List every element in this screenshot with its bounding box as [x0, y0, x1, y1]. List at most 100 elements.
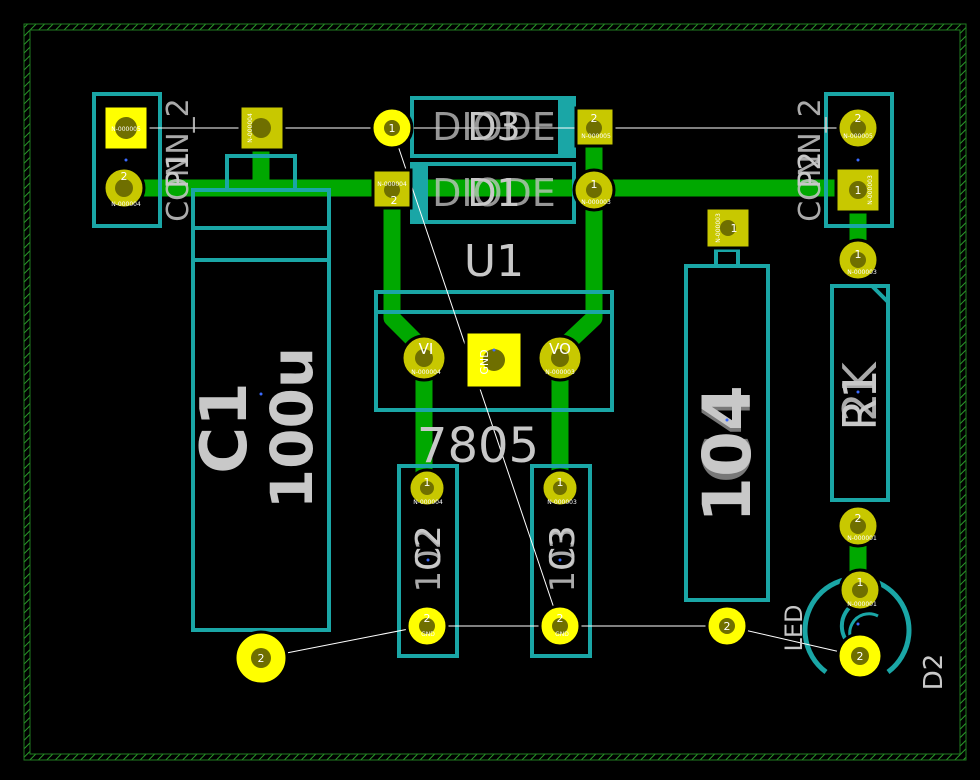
d1-value: DIODE	[432, 171, 556, 215]
d3-band	[558, 96, 576, 158]
pad-net-label: N-000001	[847, 601, 877, 608]
c2-pad-1[interactable]: 1 N-000004	[407, 468, 447, 508]
p2-pad-2[interactable]: 2 N-000005	[836, 106, 880, 150]
pad-number: 2	[391, 194, 398, 207]
pad-number: 2	[557, 612, 564, 625]
c3-ref: C3	[543, 525, 583, 570]
u1-value: 7805	[417, 418, 539, 474]
pad-net-label: N-000003	[545, 369, 575, 376]
u1-pad-gnd[interactable]: GND	[464, 330, 524, 390]
pad-net-label: N-000005	[843, 133, 873, 140]
c4-lead-box	[714, 248, 740, 268]
d3-pad-2[interactable]: 2 N-000005	[574, 106, 616, 148]
d1-ref: D1	[467, 171, 520, 215]
pad-net-label: N-000004	[247, 113, 254, 143]
c1-pad-2[interactable]: 2	[233, 630, 289, 686]
pad-net-label: N-000003	[547, 499, 577, 506]
p1-ref: P1	[161, 151, 196, 188]
ratsnest	[124, 127, 859, 659]
board-edge	[23, 23, 967, 761]
pad-number: 1	[389, 122, 396, 135]
d2-ref: D2	[919, 654, 949, 691]
c1-ref: C1	[188, 382, 262, 474]
d3-pad-1[interactable]: 1	[370, 106, 414, 150]
pad-net-label: N-000005	[581, 133, 611, 140]
pad-net-label: N-000003	[867, 175, 874, 205]
pad-net-label: N-000004	[413, 499, 443, 506]
d3-value: DIODE	[432, 105, 556, 149]
c3-outline	[530, 464, 592, 658]
r1-corner	[870, 284, 890, 304]
pad-number: 2	[855, 112, 862, 125]
p1-pad-2[interactable]: 2 N-000004	[102, 166, 146, 210]
u1-pad-vi[interactable]: VI N-000004	[400, 334, 448, 382]
silkscreen-text: P1 CONN_2 P2 CONN_2 DIODE D3 DIODE D1 U1…	[161, 98, 949, 690]
pad-number: 2	[591, 112, 598, 125]
pad-number: 1	[857, 576, 864, 589]
c1-value: 100u	[258, 347, 326, 509]
pad-number: 2	[855, 512, 862, 525]
pad-number: 2	[424, 612, 431, 625]
c2-pad-2[interactable]: 2 GND	[405, 604, 449, 648]
r1-pad-2[interactable]: 2 N-000001	[836, 504, 880, 548]
pad-number: 1	[855, 248, 862, 261]
d2-pad-1[interactable]: 1 N-000001	[838, 568, 882, 612]
c4-value: 104	[689, 385, 766, 523]
c4-pad-1[interactable]: 1 N-000003	[704, 206, 752, 250]
c4-pad-2[interactable]: 2	[705, 604, 749, 648]
pad-net-label: GND	[555, 631, 569, 638]
c1-lead-box	[225, 154, 297, 192]
p2-outline	[824, 92, 894, 228]
c3-value: 103	[543, 528, 583, 593]
pad-number: 1	[731, 222, 738, 235]
pad-number: 1	[424, 476, 431, 489]
r1-ref: R1	[833, 369, 887, 430]
pad-net-label: N-000004	[411, 369, 441, 376]
pad-name: VO	[549, 340, 571, 358]
pad-number: 1	[591, 178, 598, 191]
r1-outline	[830, 284, 890, 502]
d1-pad-2[interactable]: N-000004 2	[371, 168, 413, 210]
u1-outline	[374, 290, 614, 412]
component-outlines	[92, 92, 912, 675]
c3-pad-1[interactable]: 1 N-000003	[540, 468, 580, 508]
rat-c1-c2	[260, 625, 425, 659]
pad-number: 1	[557, 476, 564, 489]
c2-outline	[397, 464, 459, 658]
r1-pad-1[interactable]: 1 N-000003	[836, 238, 880, 282]
pad-net-label: N-000004	[111, 201, 141, 208]
d2-value: LED	[780, 604, 808, 651]
pad-number: 2	[857, 650, 864, 663]
p1-pad-1[interactable]: N-000005	[102, 104, 150, 152]
d1-pad-1[interactable]: 1 N-000003	[572, 168, 616, 212]
pad-net-label: N-000004	[377, 181, 407, 188]
c2-ref: C2	[409, 525, 449, 570]
pad-number: 2	[724, 620, 731, 633]
u1-ref: U1	[464, 236, 524, 287]
c4-ref: C4	[689, 389, 766, 483]
p1-value: CONN_2	[161, 98, 196, 222]
pad-number: 2	[258, 652, 265, 665]
d3-ref: D3	[467, 105, 520, 149]
d2-pad-2[interactable]: 2	[836, 632, 884, 680]
anchor-markers	[124, 158, 860, 626]
p2-pad-1[interactable]: 1 N-000003	[834, 166, 882, 214]
r1-value: 2K	[833, 360, 887, 421]
pad-net-label: N-000003	[847, 269, 877, 276]
pad-net-label: N-000001	[847, 535, 877, 542]
pad-number: 2	[121, 170, 128, 183]
pad-number: 1	[855, 184, 862, 197]
c3-pad-2[interactable]: 2 GND	[538, 604, 582, 648]
pad-net-label: N-000005	[111, 126, 141, 133]
pad-name: GND	[478, 349, 491, 374]
pads: N-000005 2 N-000004 N-000004 2 1 2	[102, 104, 884, 686]
pad-name: VI	[419, 340, 434, 358]
p2-ref: P2	[793, 151, 828, 188]
c1-pad-1[interactable]: N-000004	[238, 104, 286, 152]
p2-value: CONN_2	[793, 98, 828, 222]
p1-outline	[92, 92, 162, 228]
u1-pad-vo[interactable]: VO N-000003	[536, 334, 584, 382]
rat-c4-d2	[726, 625, 859, 657]
pad-net-label: N-000003	[581, 199, 611, 206]
